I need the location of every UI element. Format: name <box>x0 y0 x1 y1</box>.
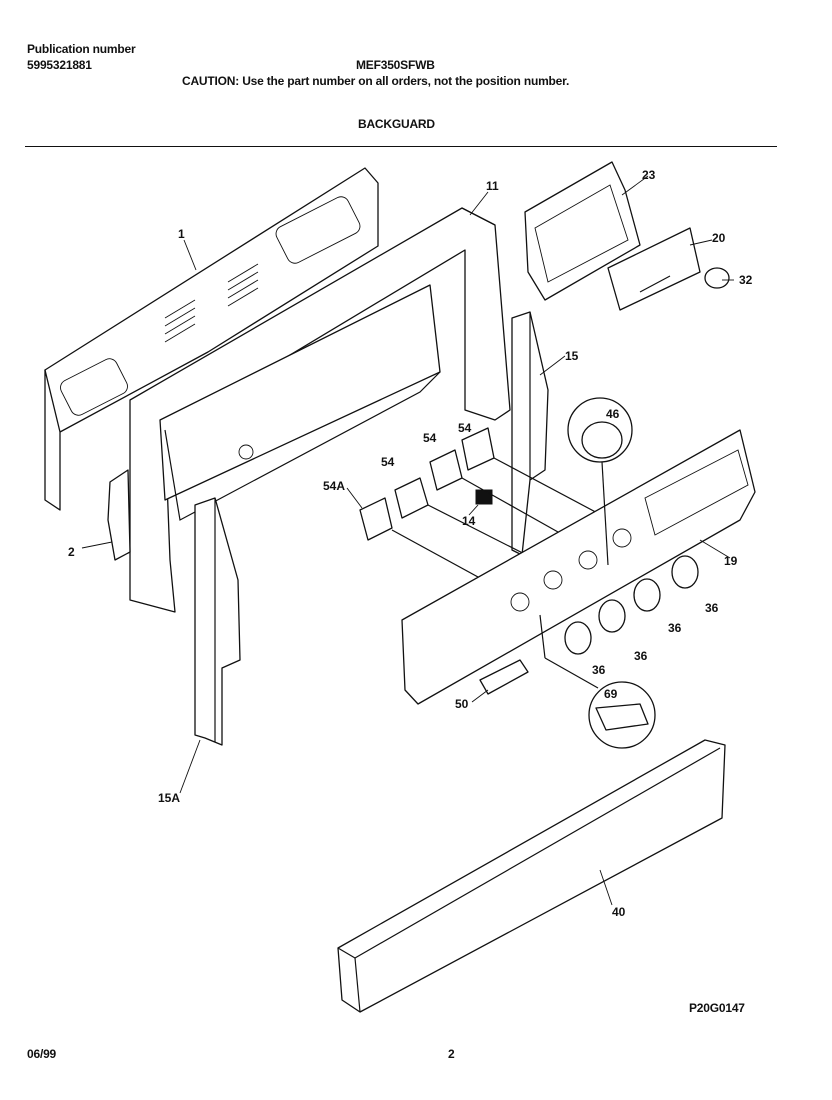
callout-20: 20 <box>712 231 726 245</box>
callout-69: 69 <box>604 687 618 701</box>
callout-40: 40 <box>612 905 626 919</box>
footer-date: 06/99 <box>27 1047 57 1061</box>
callout-14: 14 <box>462 514 476 528</box>
callout-23: 23 <box>642 168 656 182</box>
callout-36-d: 36 <box>592 663 606 677</box>
detail-screw-69 <box>539 614 656 749</box>
rear-panel-part <box>44 167 379 511</box>
callout-54-b: 54 <box>381 455 395 469</box>
callout-15a: 15A <box>158 791 180 805</box>
clock-bracket-23 <box>524 161 641 301</box>
detail-knob-46 <box>567 397 633 566</box>
model-number: MEF350SFWB <box>356 58 435 72</box>
callout-32: 32 <box>739 273 753 287</box>
side-bracket-15 <box>511 311 549 556</box>
callout-15: 15 <box>565 349 579 363</box>
callout-54a: 54A <box>323 479 345 493</box>
callout-46: 46 <box>606 407 620 421</box>
trim-part-50 <box>479 659 529 695</box>
callout-54-a: 54 <box>423 431 437 445</box>
bracket-part-2 <box>107 469 131 561</box>
knob-part-32 <box>704 267 730 289</box>
leader-lines <box>81 175 734 906</box>
page-number: 2 <box>448 1047 455 1061</box>
callout-36-b: 36 <box>668 621 682 635</box>
callout-1: 1 <box>178 227 185 241</box>
diagram-code: P20G0147 <box>689 1001 745 1015</box>
backguard-frame-part <box>129 207 511 613</box>
publication-number: 5995321881 <box>27 58 92 72</box>
callout-2: 2 <box>68 545 75 559</box>
control-panel-19 <box>401 429 756 705</box>
header-divider <box>25 146 777 147</box>
timer-part-20 <box>607 227 701 311</box>
section-title: BACKGUARD <box>358 117 435 131</box>
knobs-36 <box>564 555 699 655</box>
side-bracket-15a <box>194 497 241 746</box>
callout-50: 50 <box>455 697 469 711</box>
callout-54-c: 54 <box>458 421 472 435</box>
callout-11: 11 <box>486 179 499 193</box>
publication-label: Publication number <box>27 42 136 56</box>
callout-36-c: 36 <box>634 649 648 663</box>
switches-54 <box>359 427 621 601</box>
lower-trim-40 <box>337 739 726 1013</box>
caution-note: CAUTION: Use the part number on all orde… <box>182 74 570 88</box>
callout-36-a: 36 <box>705 601 719 615</box>
callout-labels: 1 2 11 14 15 15A 19 20 23 32 36 36 36 36… <box>68 168 753 919</box>
callout-19: 19 <box>724 554 738 568</box>
